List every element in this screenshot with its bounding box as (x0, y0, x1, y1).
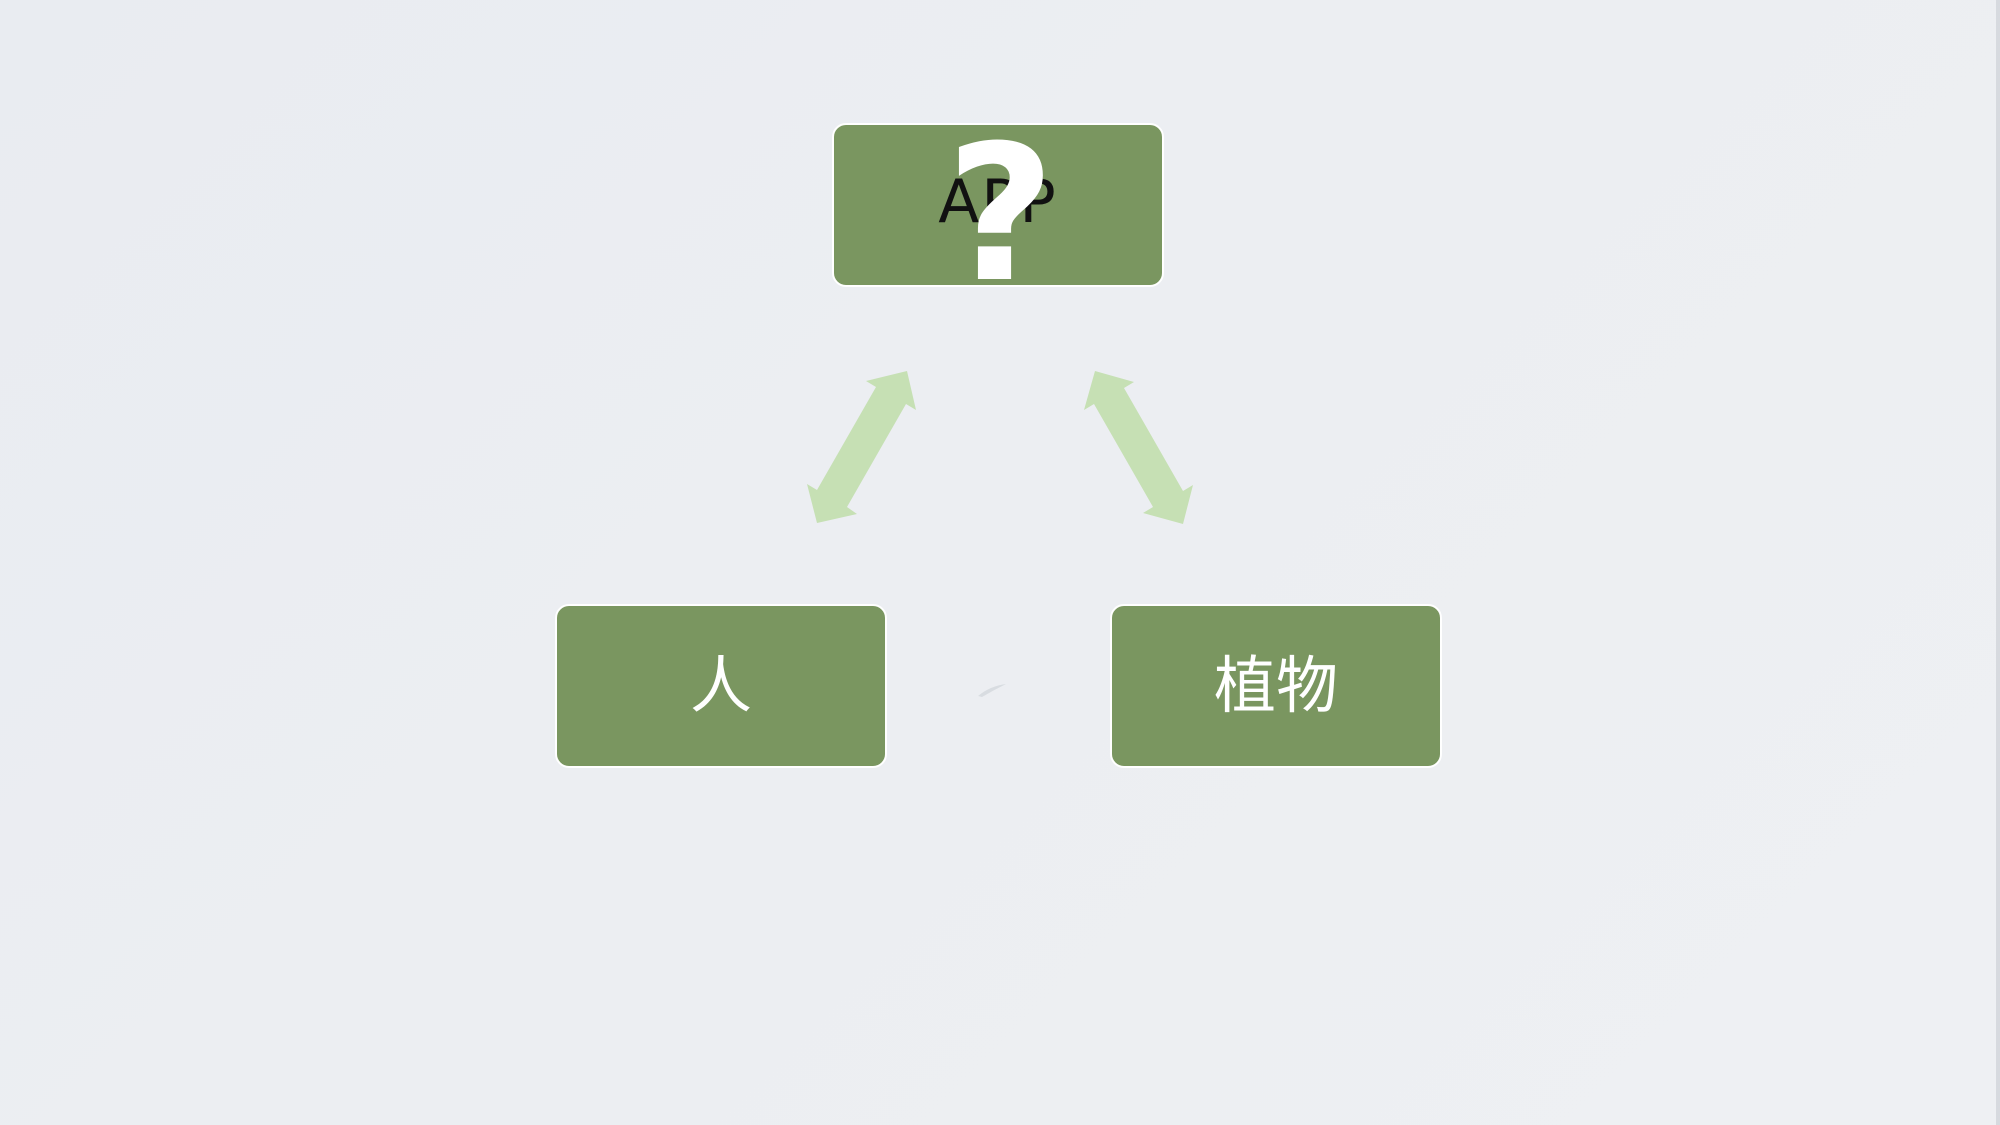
node-app: APP ? (832, 121, 1164, 309)
question-mark-icon: ? (946, 105, 1056, 324)
faint-mark (978, 684, 1006, 697)
arrow-app-person (807, 371, 916, 523)
node-person-label: 人 (689, 649, 752, 722)
node-app-label: APP (938, 167, 1058, 237)
arrow-app-plant (1084, 371, 1193, 524)
node-plant-label: 植物 (1213, 649, 1338, 722)
node-person: 人 (555, 604, 887, 768)
slide-edge (1996, 0, 2000, 1125)
node-plant: 植物 (1110, 604, 1442, 768)
